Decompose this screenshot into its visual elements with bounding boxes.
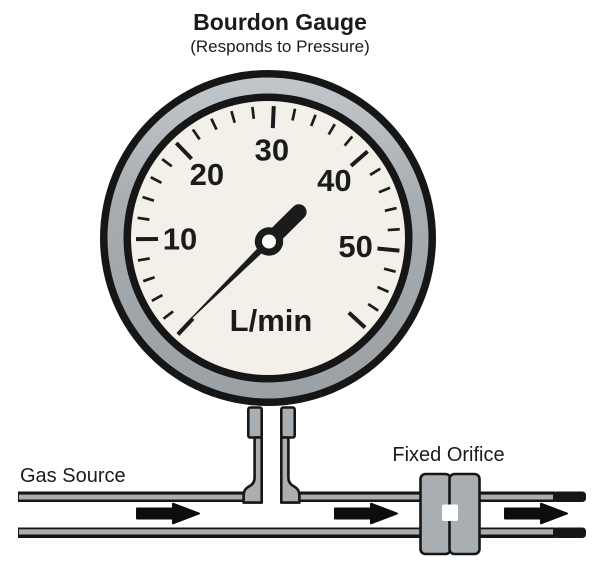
gauge-minor-tick-32 [291, 108, 297, 121]
gauge-major-tick-0 [176, 317, 195, 336]
gauge-minor-tick-38 [343, 135, 354, 147]
gauge-minor-tick-36 [327, 123, 336, 136]
gauge-major-tick-50 [377, 246, 400, 253]
pipe-end-bottom [553, 527, 586, 538]
flow-arrow-3 [504, 502, 568, 525]
gauge-minor-tick-34 [309, 114, 317, 127]
stem-fitting-right [279, 406, 296, 439]
diagram-title: Bourdon Gauge [193, 9, 367, 35]
gas-source-label: Gas Source [20, 465, 126, 487]
gauge-scale-label-50: 50 [338, 229, 372, 264]
gauge-scale-labels: 10 20 30 40 50 [163, 133, 373, 264]
gauge-minor-tick-6 [142, 275, 156, 283]
gauge-minor-tick-8 [137, 257, 150, 262]
gauge-minor-tick-54 [376, 285, 390, 294]
pipe-end-top [553, 491, 586, 502]
gauge-needle [175, 204, 307, 334]
gauge-major-tick-20 [174, 141, 194, 161]
gauge-minor-tick-18 [161, 158, 173, 168]
flow-arrow-2 [334, 502, 398, 525]
bourdon-gauge: 10 20 30 40 50 L/min [100, 70, 436, 406]
orifice-opening [442, 504, 458, 521]
gauge-scale-label-10: 10 [163, 221, 197, 256]
stem-fitting-left [247, 406, 264, 439]
gauge-minor-tick-56 [367, 302, 379, 312]
pipe-bottom-wall-fill [19, 529, 555, 535]
gauge-major-tick-40 [349, 149, 369, 168]
needle-hub-hole [262, 234, 276, 249]
fixed-orifice-label: Fixed Orifice [392, 444, 504, 466]
fixed-orifice [419, 472, 481, 556]
stem-tube-right [280, 436, 301, 504]
gauge-stem [242, 406, 301, 505]
needle-tip [175, 238, 272, 334]
gauge-minor-tick-42 [369, 167, 382, 177]
gauge-minor-tick-2 [162, 310, 174, 320]
gas-pipe [18, 491, 586, 538]
gauge-unit-label: L/min [230, 303, 313, 338]
gauge-major-tick-30 [270, 106, 276, 129]
gauge-minor-tick-24 [210, 118, 218, 131]
flow-arrow-1 [136, 502, 200, 525]
gauge-minor-tick-4 [151, 293, 164, 302]
stem-tube-left [242, 436, 263, 504]
gauge-minor-tick-12 [137, 216, 150, 221]
gauge-ticks [135, 106, 400, 336]
gauge-scale-label-30: 30 [255, 133, 289, 168]
gauge-major-tick-58 [347, 311, 367, 329]
gauge-minor-tick-26 [230, 110, 237, 124]
gauge-minor-tick-16 [150, 176, 163, 184]
gauge-minor-tick-46 [384, 206, 397, 213]
gauge-minor-tick-28 [251, 106, 256, 120]
gauge-minor-tick-48 [387, 227, 400, 232]
gauge-minor-tick-14 [142, 195, 155, 203]
diagram-subtitle: (Responds to Pressure) [190, 37, 370, 56]
stem-channel-gap [261, 489, 282, 505]
gauge-scale-label-40: 40 [317, 163, 351, 198]
gauge-scale-label-20: 20 [190, 157, 224, 192]
gauge-minor-tick-52 [383, 267, 396, 274]
gauge-minor-tick-44 [378, 186, 391, 194]
gauge-minor-tick-22 [191, 128, 201, 141]
